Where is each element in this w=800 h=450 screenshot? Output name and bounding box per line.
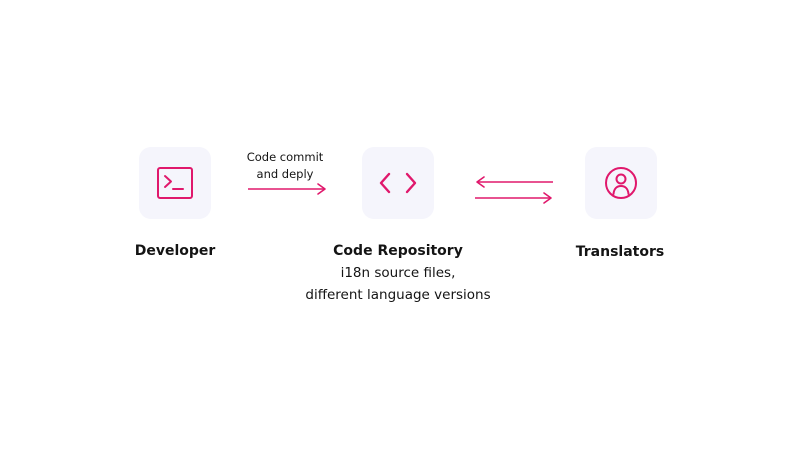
commit-edge-label: Code commit and deply	[225, 149, 345, 183]
sync-arrow-right	[475, 192, 552, 204]
repository-description-line1: i18n source files,	[340, 265, 456, 281]
developer-label: Developer	[134, 243, 216, 259]
commit-edge-label-line2: and deply	[256, 167, 314, 181]
translators-label: Translators	[575, 244, 665, 260]
repository-description: i18n source files, different language ve…	[268, 262, 528, 306]
repository-description-line2: different language versions	[305, 287, 491, 303]
terminal-icon	[156, 166, 194, 200]
translators-node	[585, 147, 657, 219]
user-circle-icon	[603, 165, 639, 201]
developer-node	[139, 147, 211, 219]
commit-edge-label-line1: Code commit	[246, 150, 324, 164]
code-brackets-icon	[378, 168, 418, 198]
repository-node	[362, 147, 434, 219]
repository-label: Code Repository	[333, 243, 463, 259]
commit-arrow	[248, 183, 326, 195]
sync-arrow-left	[476, 176, 553, 188]
